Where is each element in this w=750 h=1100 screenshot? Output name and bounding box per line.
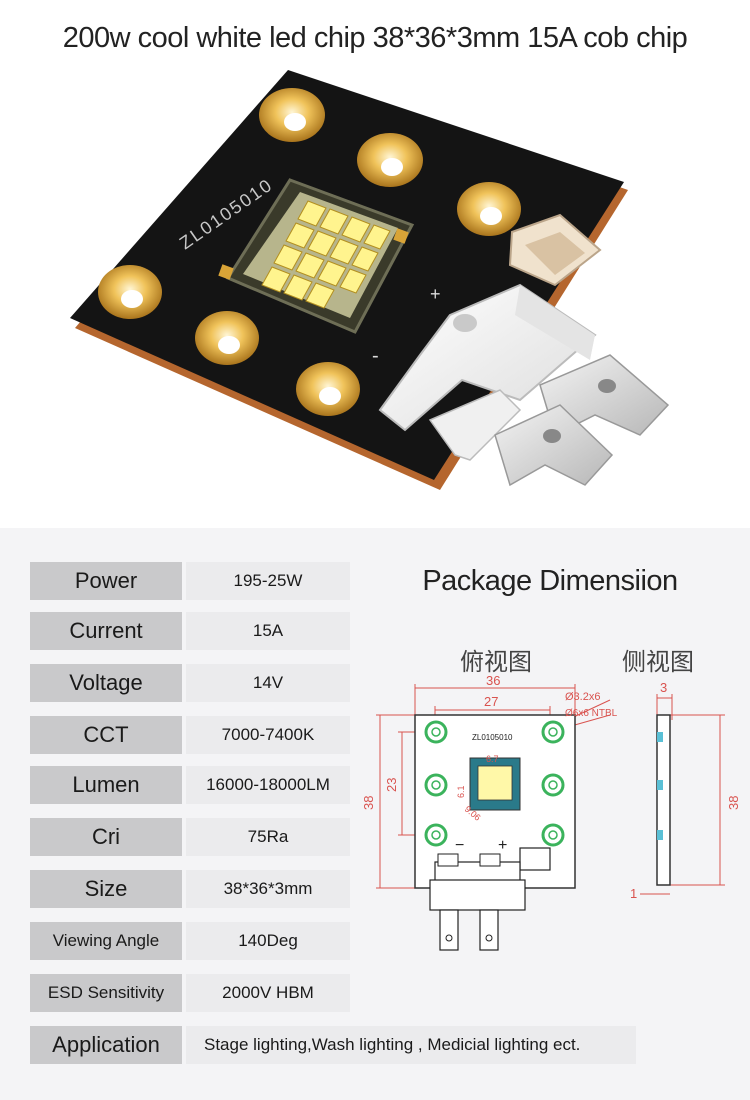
mounting-holes xyxy=(98,88,521,416)
side-view-label: 侧视图 xyxy=(622,648,694,676)
spec-label: Voltage xyxy=(30,664,182,702)
dimension-lines xyxy=(376,684,725,895)
spec-label: Lumen xyxy=(30,766,182,804)
spec-label: Size xyxy=(30,870,182,908)
hole-note-2: Ø6x6 NTBL xyxy=(565,708,618,719)
spec-value: 16000-18000LM xyxy=(186,766,350,804)
dim-27-label: 27 xyxy=(484,694,498,709)
dim-23-label: 23 xyxy=(384,778,399,792)
spec-label: Current xyxy=(30,612,182,650)
dim-38-left-label: 38 xyxy=(361,796,376,810)
spec-value: 38*36*3mm xyxy=(186,870,350,908)
spec-label: Power xyxy=(30,562,182,600)
metal-tabs xyxy=(494,354,670,487)
spec-label: Cri xyxy=(30,818,182,856)
page-title: 200w cool white led chip 38*36*3mm 15A c… xyxy=(62,22,688,54)
spec-value: 2000V HBM xyxy=(186,974,350,1012)
spec-value: 7000-7400K xyxy=(186,716,350,754)
spec-label: Viewing Angle xyxy=(30,922,182,960)
package-dimension-drawing: 俯视图 侧视图 xyxy=(361,648,741,951)
led-emitter xyxy=(218,178,415,334)
dim-3-label: 3 xyxy=(660,680,667,695)
spec-value: Stage lighting,Wash lighting , Medicial … xyxy=(186,1026,636,1064)
dim-38-right-label: 38 xyxy=(726,796,741,810)
spec-value: 14V xyxy=(186,664,350,702)
spec-value: 15A xyxy=(186,612,350,650)
dim-67-label: 6.7 xyxy=(486,754,499,764)
package-dimension-title: Package Dimensiion xyxy=(422,565,678,597)
led-chip-product-image: ZL0105010 + - xyxy=(70,70,670,490)
spec-value: 140Deg xyxy=(186,922,350,960)
dim-61-label: 6.1 xyxy=(456,785,466,798)
spec-value: 195-25W xyxy=(186,562,350,600)
small-connector xyxy=(508,213,602,287)
minus-terminal-label: − xyxy=(455,837,464,854)
terminal-block xyxy=(378,283,597,461)
spec-label: ESD Sensitivity xyxy=(30,974,182,1012)
chip-marking: ZL0105010 xyxy=(472,733,513,742)
plus-sign: + xyxy=(430,284,441,304)
top-view-label: 俯视图 xyxy=(460,648,532,676)
spec-label: CCT xyxy=(30,716,182,754)
spec-value: 75Ra xyxy=(186,818,350,856)
plus-terminal-label: + xyxy=(498,837,507,854)
side-view xyxy=(656,714,671,886)
dim-36-label: 36 xyxy=(486,673,500,688)
spec-label: Application xyxy=(30,1026,182,1064)
hole-note-1: Ø3.2x6 xyxy=(565,691,600,703)
minus-sign: - xyxy=(372,345,379,367)
dim-1-label: 1 xyxy=(630,886,637,901)
top-view-board: ZL0105010 − + xyxy=(414,714,576,951)
